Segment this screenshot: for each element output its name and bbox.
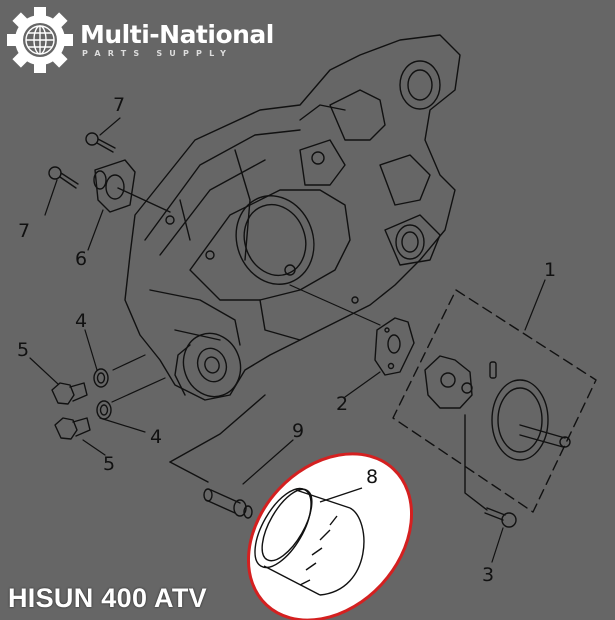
callout-2: 2 [336, 393, 349, 415]
part-6-cover-plate [93, 159, 171, 213]
part-4-washers [93, 368, 112, 420]
part-9-union-bolt [169, 394, 266, 519]
leader-lines [29, 117, 546, 563]
logo-icon-space [8, 8, 74, 72]
part-5-drain-plugs [51, 382, 91, 440]
callout-3: 3 [482, 564, 495, 586]
callout-8: 8 [366, 466, 379, 488]
callout-6: 6 [75, 248, 88, 270]
part-7-bolts [48, 132, 116, 189]
rotor-housing-drawing [174, 332, 242, 398]
callout-7-top: 7 [113, 94, 126, 116]
crankcase-drawing [124, 34, 461, 401]
logo-text: Multi-National PARTS SUPPLY [80, 20, 274, 59]
part-8-oil-filter-highlight [246, 452, 414, 620]
callout-5-top: 5 [17, 339, 30, 361]
callout-5-bottom: 5 [103, 453, 116, 475]
callout-9: 9 [292, 420, 305, 442]
part-1-pump-assembly [392, 289, 597, 513]
part-3-bolt [464, 414, 517, 528]
callout-4-bottom: 4 [150, 426, 163, 448]
brand-tagline: PARTS SUPPLY [82, 49, 234, 58]
callout-1: 1 [544, 259, 557, 281]
callout-7-bottom: 7 [18, 220, 31, 242]
brand-logo: Multi-National PARTS SUPPLY [8, 8, 274, 72]
gear-globe-icon [7, 7, 73, 73]
callout-4-top: 4 [75, 310, 88, 332]
model-caption: HISUN 400 ATV [8, 583, 207, 613]
part-2-gasket [374, 317, 415, 376]
brand-name: Multi-National [80, 20, 274, 49]
